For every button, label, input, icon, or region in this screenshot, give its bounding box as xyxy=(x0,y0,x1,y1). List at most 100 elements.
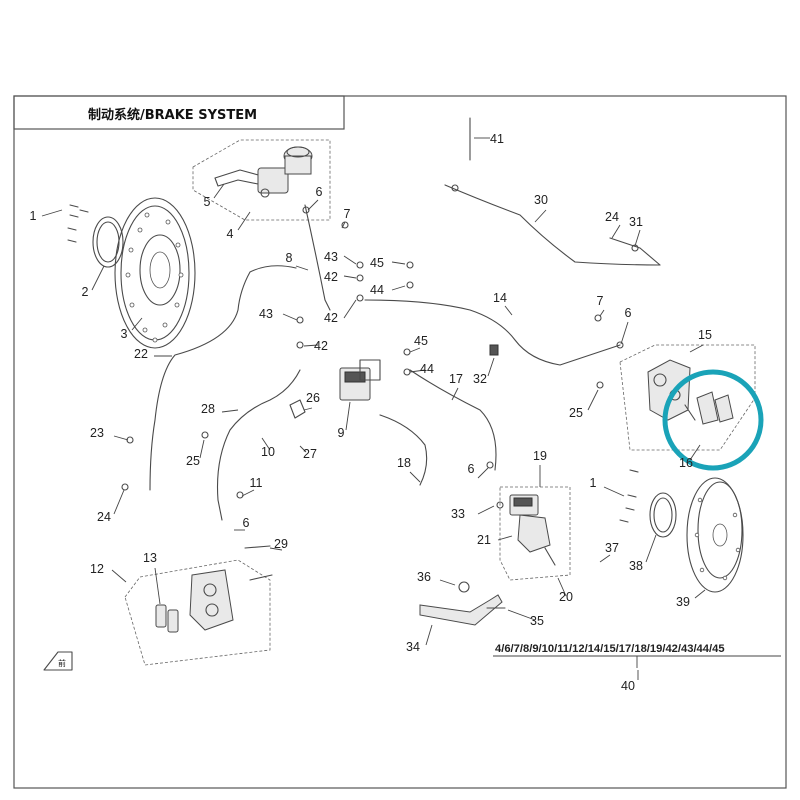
callout-24: 24 xyxy=(97,510,111,524)
callout-44: 44 xyxy=(420,362,434,376)
sensor-cable-18 xyxy=(379,414,428,486)
callout-6: 6 xyxy=(316,185,323,199)
rear-brake-pedal xyxy=(419,581,506,626)
leader-line-43 xyxy=(282,313,298,321)
leader-line-34 xyxy=(425,624,433,646)
callout-15: 15 xyxy=(698,328,712,342)
leader-line-2 xyxy=(91,265,105,291)
callout-31: 31 xyxy=(629,215,643,229)
brake-hose-10 xyxy=(217,369,301,521)
leader-line-3 xyxy=(131,317,143,331)
title-box xyxy=(13,95,345,130)
caliper-bolts xyxy=(244,545,273,581)
rear-disc-gasket xyxy=(649,492,677,538)
callout-25: 25 xyxy=(569,406,583,420)
callout-40: 40 xyxy=(621,679,635,693)
rear-master-cylinder-group-box xyxy=(499,486,571,581)
callout-28: 28 xyxy=(201,402,215,416)
rear-brake-disc xyxy=(686,477,744,593)
callout-7: 7 xyxy=(344,207,351,221)
leader-line-6 xyxy=(620,321,629,345)
front-brake-master-cylinder xyxy=(214,146,313,198)
leader-line-45 xyxy=(409,347,421,353)
leader-line-21 xyxy=(497,535,513,541)
leader-line-4 xyxy=(237,211,251,231)
leader-line-44 xyxy=(391,285,406,291)
callout-42: 42 xyxy=(314,339,328,353)
rear-sensor-cable-30 xyxy=(444,184,661,266)
callout-9: 9 xyxy=(338,426,345,440)
leader-line-39 xyxy=(694,589,706,599)
leader-line-42 xyxy=(303,344,319,347)
leader-line-8 xyxy=(295,265,309,271)
front-brake-pads xyxy=(155,604,179,633)
callout-14: 14 xyxy=(493,291,507,305)
callout-30: 30 xyxy=(534,193,548,207)
callout-16: 16 xyxy=(679,456,693,470)
leader-line-14 xyxy=(504,305,513,316)
leader-line-9 xyxy=(345,401,351,431)
leader-line-28 xyxy=(221,409,239,413)
front-caliper-group-box xyxy=(124,559,271,666)
leader-line-16 xyxy=(689,444,701,461)
rear-brake-caliper xyxy=(647,359,691,421)
callout-34: 34 xyxy=(406,640,420,654)
callout-21: 21 xyxy=(477,533,491,547)
callout-27: 27 xyxy=(303,447,317,461)
callout-10: 10 xyxy=(261,445,275,459)
leader-line-32 xyxy=(487,357,495,377)
leader-line-31 xyxy=(634,229,641,247)
callout-35: 35 xyxy=(530,614,544,628)
leader-line-15 xyxy=(689,344,704,353)
leader-line-43 xyxy=(343,255,357,265)
leader-line-42 xyxy=(343,275,357,279)
front-brake-disc xyxy=(114,197,196,349)
callout-25: 25 xyxy=(186,454,200,468)
leader-line-18 xyxy=(409,471,421,483)
callout-32: 32 xyxy=(473,372,487,386)
leader-line-17 xyxy=(451,387,459,401)
group-bracket-40: 4/6/7/8/9/10/11/12/14/15/17/18/19/42/43/… xyxy=(493,643,781,668)
leader-line-42 xyxy=(343,299,357,319)
callout-37: 37 xyxy=(605,541,619,555)
callout-42: 42 xyxy=(324,311,338,325)
front-brake-hose-8 xyxy=(304,204,331,311)
callout-36: 36 xyxy=(417,570,431,584)
leader-line-1 xyxy=(603,486,625,497)
leader-line-5 xyxy=(213,183,225,199)
leader-line-20 xyxy=(557,577,567,597)
leader-line-33 xyxy=(477,505,495,515)
leader-line-45 xyxy=(391,261,406,265)
callout-1: 1 xyxy=(590,476,597,490)
callout-44: 44 xyxy=(370,283,384,297)
callout-18: 18 xyxy=(397,456,411,470)
callout-5: 5 xyxy=(204,195,211,209)
front-brake-caliper xyxy=(189,569,234,631)
svg-text:前: 前 xyxy=(58,658,66,668)
rear-brake-master-cylinder xyxy=(509,494,556,566)
clips-and-fittings xyxy=(121,184,639,509)
callout-4: 4 xyxy=(227,227,234,241)
leader-line-6 xyxy=(307,199,319,211)
callout-12: 12 xyxy=(90,562,104,576)
leader-line-36 xyxy=(439,579,456,586)
callout-7: 7 xyxy=(597,294,604,308)
leader-line-29 xyxy=(269,547,283,551)
leader-line-35 xyxy=(507,609,536,621)
callout-6: 6 xyxy=(243,516,250,530)
rear-brake-pads xyxy=(684,391,734,425)
callout-3: 3 xyxy=(121,327,128,341)
rear-sensor-31 xyxy=(609,237,661,266)
speed-sensor-cable-22 xyxy=(149,265,297,491)
front-disc-bolts xyxy=(67,204,89,243)
highlight-ring xyxy=(662,369,764,471)
callout-17: 17 xyxy=(449,372,463,386)
callout-38: 38 xyxy=(629,559,643,573)
callout-45: 45 xyxy=(414,334,428,348)
callout-6: 6 xyxy=(468,462,475,476)
front-direction-arrow-icon: 前 xyxy=(43,651,73,671)
callout-39: 39 xyxy=(676,595,690,609)
leader-line-26 xyxy=(303,407,313,411)
